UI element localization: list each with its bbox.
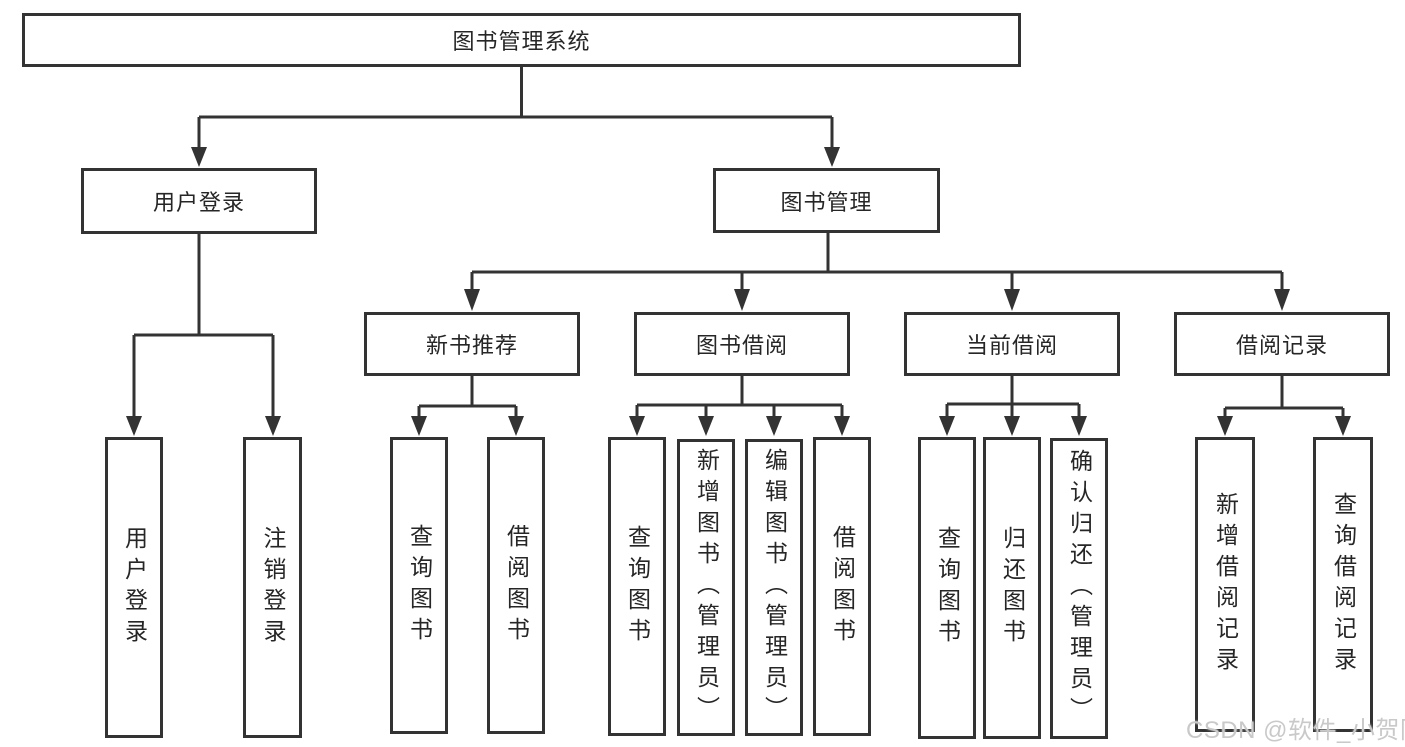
node-user-login: 用户登录 — [81, 168, 317, 234]
node-new-book-recommend: 新书推荐 — [364, 312, 580, 376]
connector-records-group — [1217, 376, 1351, 436]
leaf-current-return-books: 归还图书 — [983, 437, 1041, 739]
connector-management-group — [464, 233, 1290, 311]
node-root: 图书管理系统 — [22, 13, 1021, 67]
leaf-logout: 注销登录 — [243, 437, 302, 738]
watermark: CSDN @软件_小贺同学 — [1186, 717, 1405, 744]
connector-current-group — [939, 376, 1087, 436]
node-book-management: 图书管理 — [713, 168, 940, 233]
connector-recommend-group — [411, 376, 524, 436]
connector-root — [191, 67, 840, 167]
leaf-borrow-add-books-admin: 新增图书（管理员） — [677, 439, 735, 736]
leaf-current-query-books: 查询图书 — [918, 437, 976, 739]
leaf-records-query-record: 查询借阅记录 — [1313, 437, 1373, 732]
connector-borrow-group — [629, 376, 850, 436]
node-borrow-records: 借阅记录 — [1174, 312, 1390, 376]
node-book-borrow: 图书借阅 — [634, 312, 850, 376]
leaf-borrow-borrow-books: 借阅图书 — [813, 437, 871, 736]
leaf-current-confirm-return-admin: 确认归还（管理员） — [1050, 438, 1108, 739]
leaf-borrow-query-books: 查询图书 — [608, 437, 666, 736]
node-current-borrow: 当前借阅 — [904, 312, 1120, 376]
leaf-recommend-query-books: 查询图书 — [390, 437, 448, 734]
leaf-borrow-edit-books-admin: 编辑图书（管理员） — [745, 439, 803, 736]
leaf-records-add-record: 新增借阅记录 — [1195, 437, 1255, 732]
leaf-user-login: 用户登录 — [105, 437, 163, 738]
connector-login-group — [126, 234, 281, 436]
leaf-recommend-borrow-books: 借阅图书 — [487, 437, 545, 734]
